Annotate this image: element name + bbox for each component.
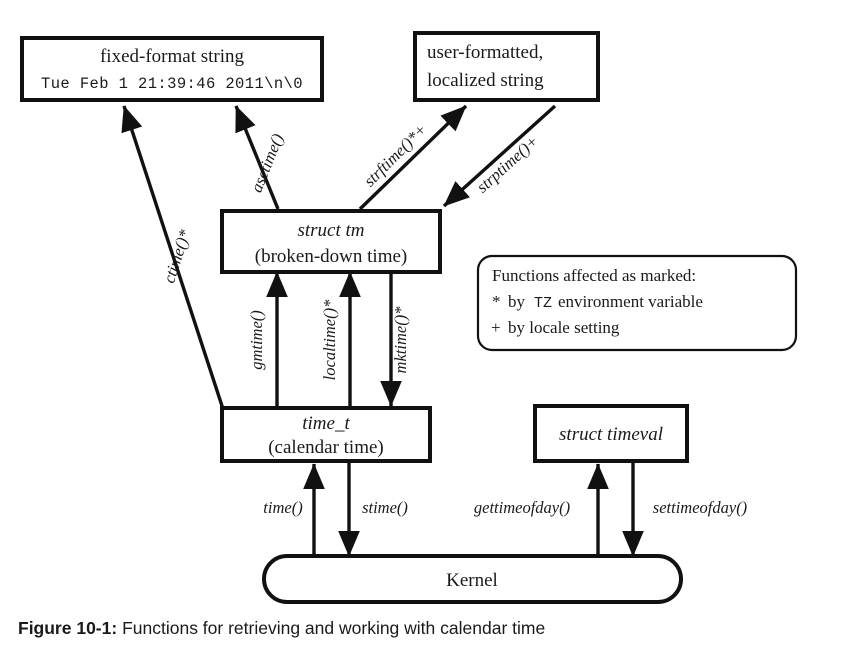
figure-caption-text: Functions for retrieving and working wit… [122,618,546,638]
figure-caption-label: Figure 10-1: [18,618,118,638]
label-asctime: asctime() [247,131,288,195]
user-formatted-line2: localized string [427,70,544,91]
struct-tm-title: struct tm [297,220,364,241]
fixed-format-sample: Tue Feb 1 21:39:46 2011\n\0 [41,75,303,93]
label-time: time() [263,498,302,517]
label-strptime: strptime()+ [473,131,542,196]
legend-heading: Functions affected as marked: [492,266,696,285]
label-strftime: strftime()*+ [360,120,431,191]
arrow-asctime [234,105,280,210]
arrow-strftime [358,104,468,211]
struct-timeval-title: struct timeval [559,424,663,445]
legend-plus-marker: + [491,318,501,337]
label-settimeofday: settimeofday() [653,498,747,517]
box-user-formatted-string [413,31,600,102]
time-t-subtitle: (calendar time) [268,437,384,458]
arrow-ctime [121,105,226,413]
user-formatted-line1: user-formatted, [427,42,543,63]
box-kernel [262,554,683,604]
arrow-strptime [442,104,557,208]
legend-plus-text: by locale setting [508,318,620,337]
box-struct-tm [220,209,442,274]
label-gmtime: gmtime() [247,310,266,370]
time-t-title: time_t [302,413,350,434]
kernel-title: Kernel [446,570,498,591]
label-mktime: mktime()* [391,306,410,374]
legend-star-suffix: environment variable [558,292,703,311]
figure-caption: Figure 10-1: Functions for retrieving an… [18,618,838,639]
box-time-t [220,406,432,463]
legend-star-prefix: by [508,292,526,311]
fixed-format-title: fixed-format string [100,46,245,67]
box-fixed-format-string [20,36,324,102]
box-struct-timeval [533,404,689,463]
struct-tm-subtitle: (broken-down time) [255,246,407,267]
label-localtime: localtime()* [320,299,339,380]
label-gettimeofday: gettimeofday() [474,498,570,517]
label-stime: stime() [362,498,408,517]
legend-star-mono: TZ [534,295,552,312]
legend-star-marker: * [492,292,501,311]
legend-box [476,254,798,352]
